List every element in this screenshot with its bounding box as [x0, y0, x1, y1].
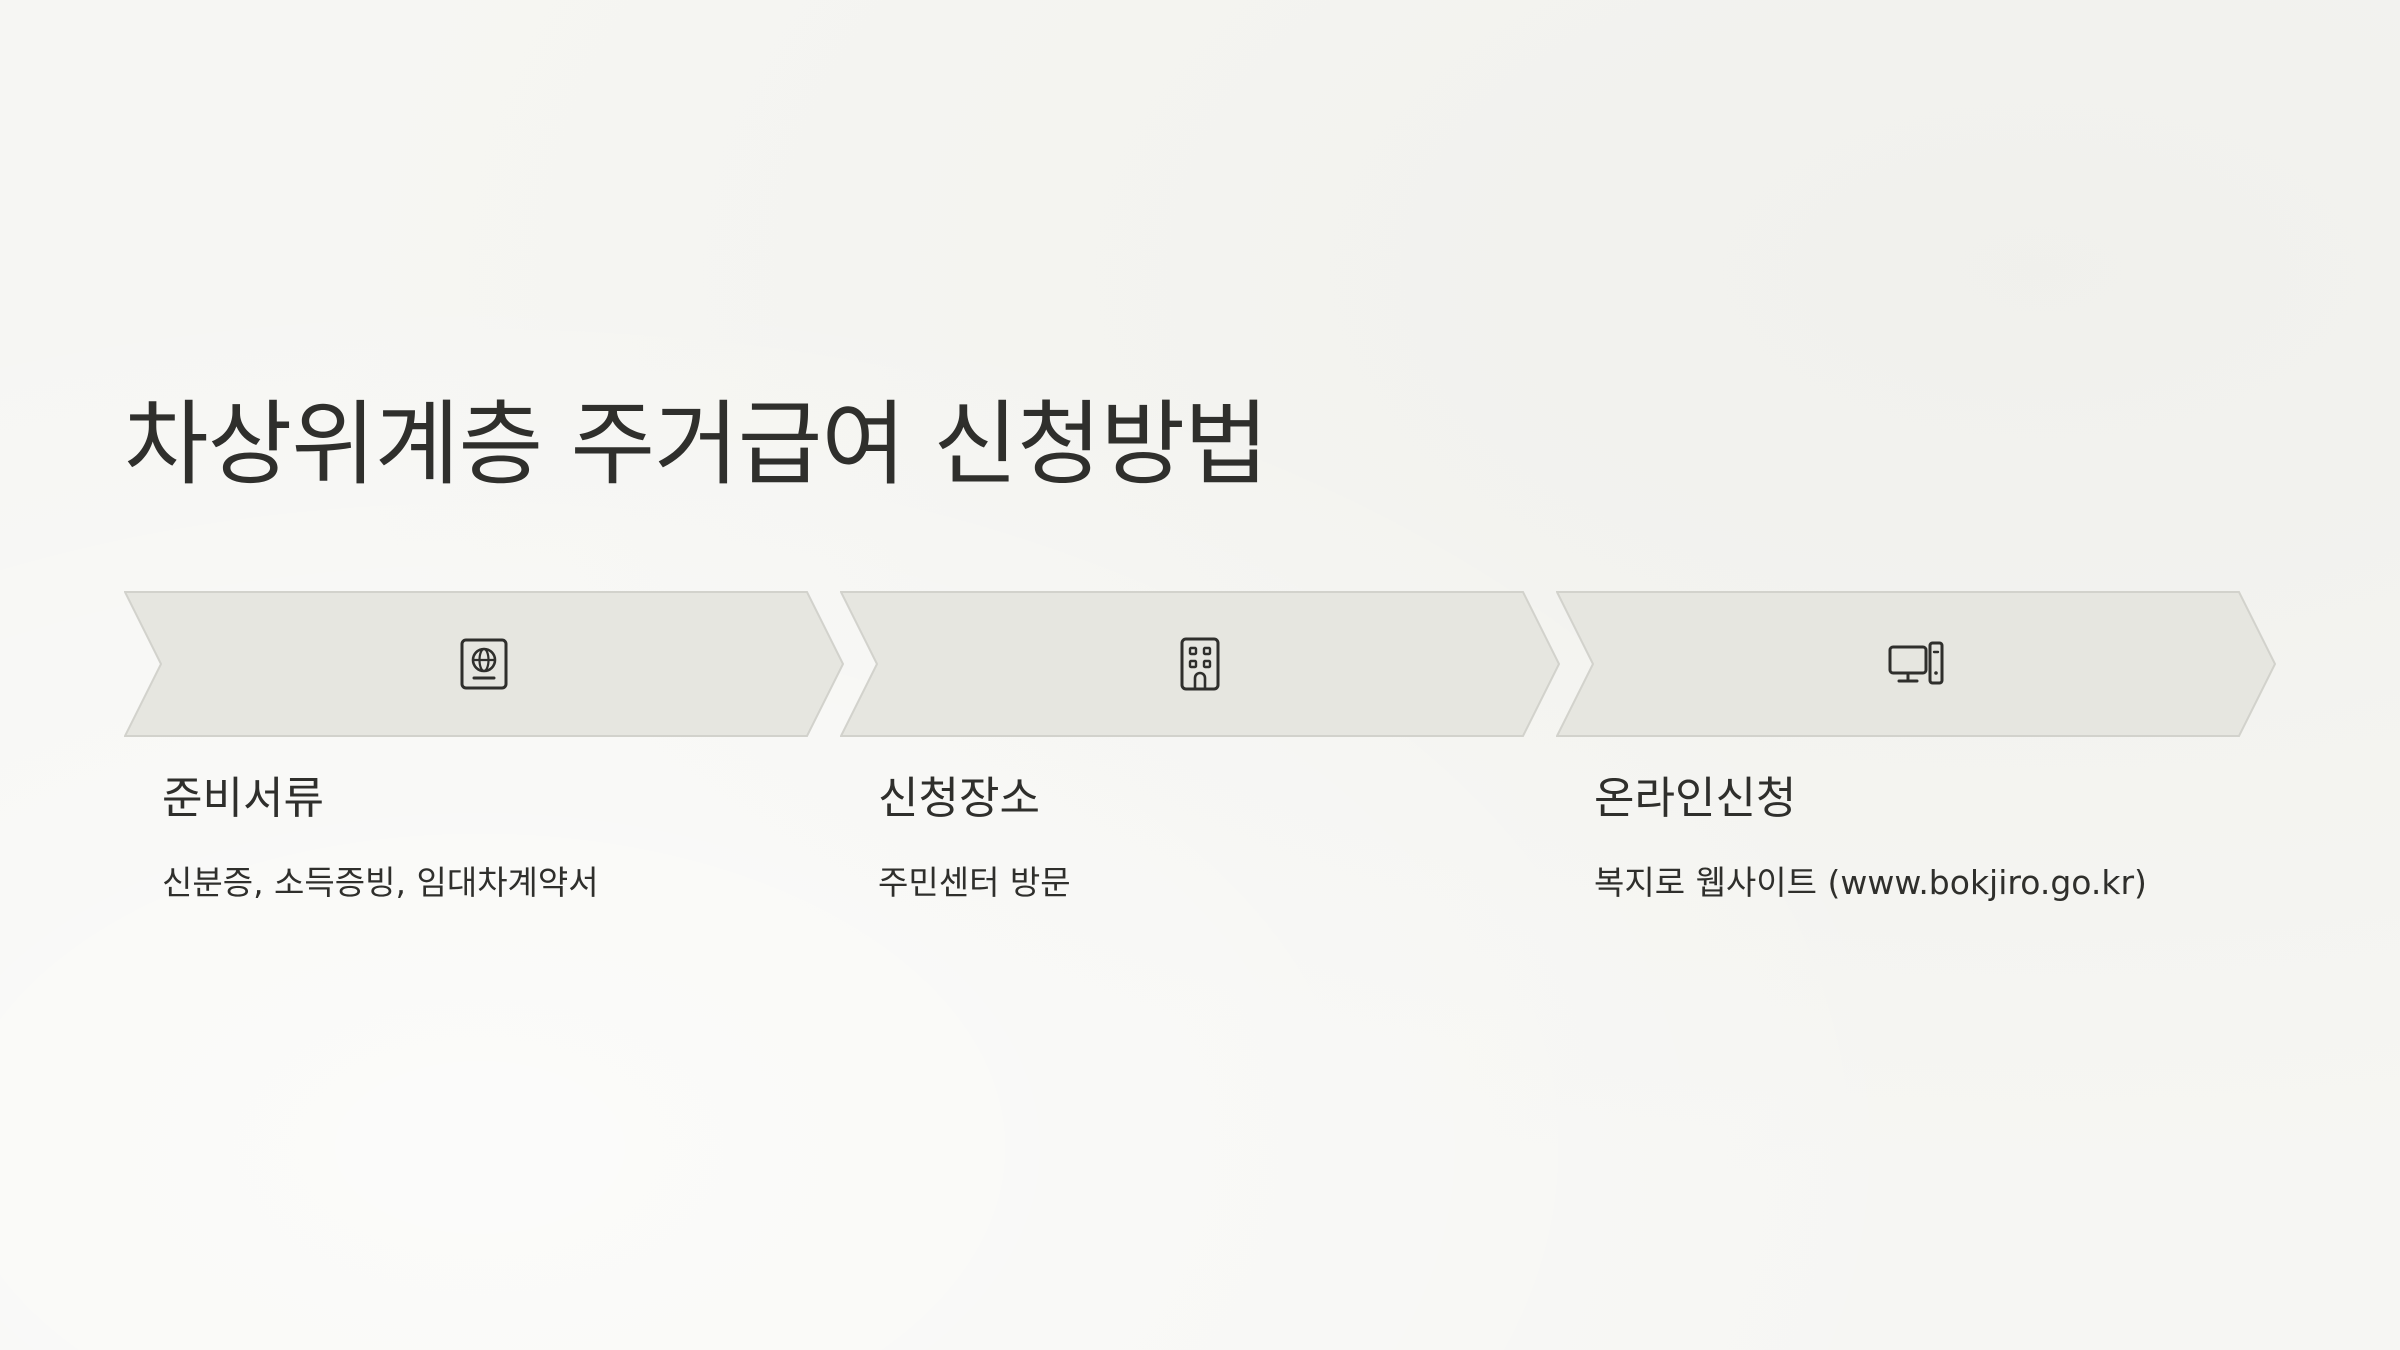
step-3-chevron [1556, 591, 2276, 737]
computer-icon [1888, 641, 1944, 685]
building-icon [1180, 637, 1220, 691]
chevron-shape [1556, 591, 2276, 737]
step-1-title: 준비서류 [162, 773, 324, 824]
chevron-shape [840, 591, 1560, 737]
chevron-shape [124, 591, 844, 737]
step-1-chevron [124, 591, 844, 737]
passport-icon [460, 638, 508, 690]
step-2-title: 신청장소 [878, 773, 1040, 824]
step-2-description: 주민센터 방문 [878, 863, 1071, 902]
step-2-chevron [840, 591, 1560, 737]
slide-title: 차상위계층 주거급여 신청방법 [124, 391, 1269, 498]
step-3-title: 온라인신청 [1594, 773, 1797, 824]
step-1-description: 신분증, 소득증빙, 임대차계약서 [162, 863, 599, 902]
step-3-description: 복지로 웹사이트 (www.bokjiro.go.kr) [1594, 863, 2147, 902]
